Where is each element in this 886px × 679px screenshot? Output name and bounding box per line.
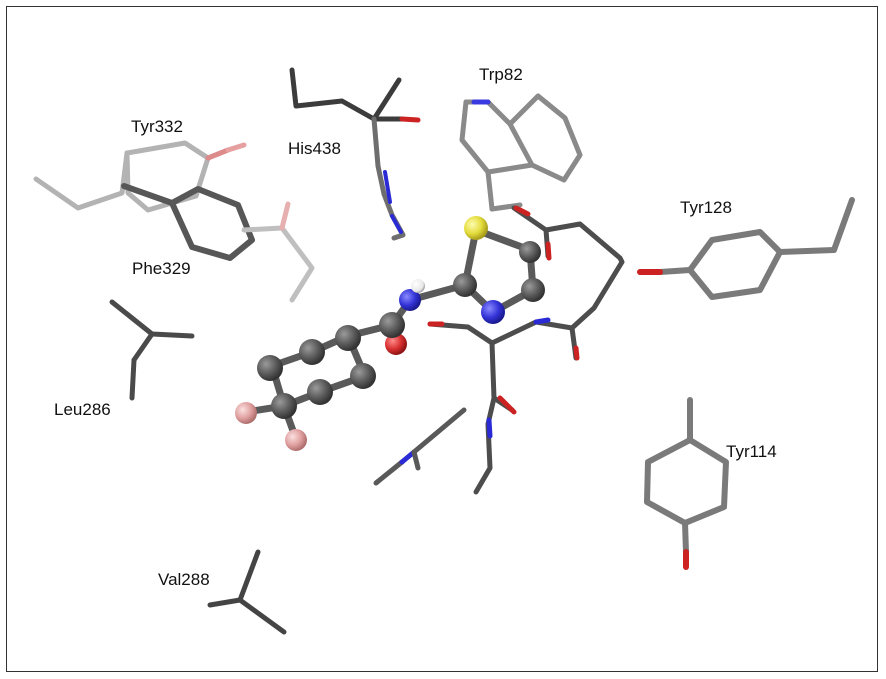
peptide-backbone bbox=[427, 205, 625, 495]
label-phe329: Phe329 bbox=[132, 259, 191, 278]
residue-center-fragment bbox=[373, 407, 467, 486]
label-tyr332: Tyr332 bbox=[131, 117, 183, 136]
residue-val288 bbox=[207, 549, 287, 635]
label-tyr114: Tyr114 bbox=[726, 442, 777, 461]
label-leu286: Leu286 bbox=[54, 400, 111, 419]
residue-tyr332 bbox=[33, 140, 247, 213]
residue-tyr128 bbox=[637, 197, 855, 300]
ligand-atoms bbox=[235, 216, 545, 451]
label-val288: Val288 bbox=[158, 570, 210, 589]
residue-his438 bbox=[289, 67, 421, 241]
residue-leu286 bbox=[109, 299, 195, 401]
residue-light-sidechain bbox=[241, 201, 315, 303]
label-tyr128: Tyr128 bbox=[680, 198, 732, 217]
residue-trp82 bbox=[459, 93, 583, 212]
residue-phe329 bbox=[121, 183, 255, 261]
label-his438: His438 bbox=[288, 139, 341, 158]
label-trp82: Trp82 bbox=[479, 65, 523, 84]
residue-tyr114 bbox=[644, 397, 729, 570]
